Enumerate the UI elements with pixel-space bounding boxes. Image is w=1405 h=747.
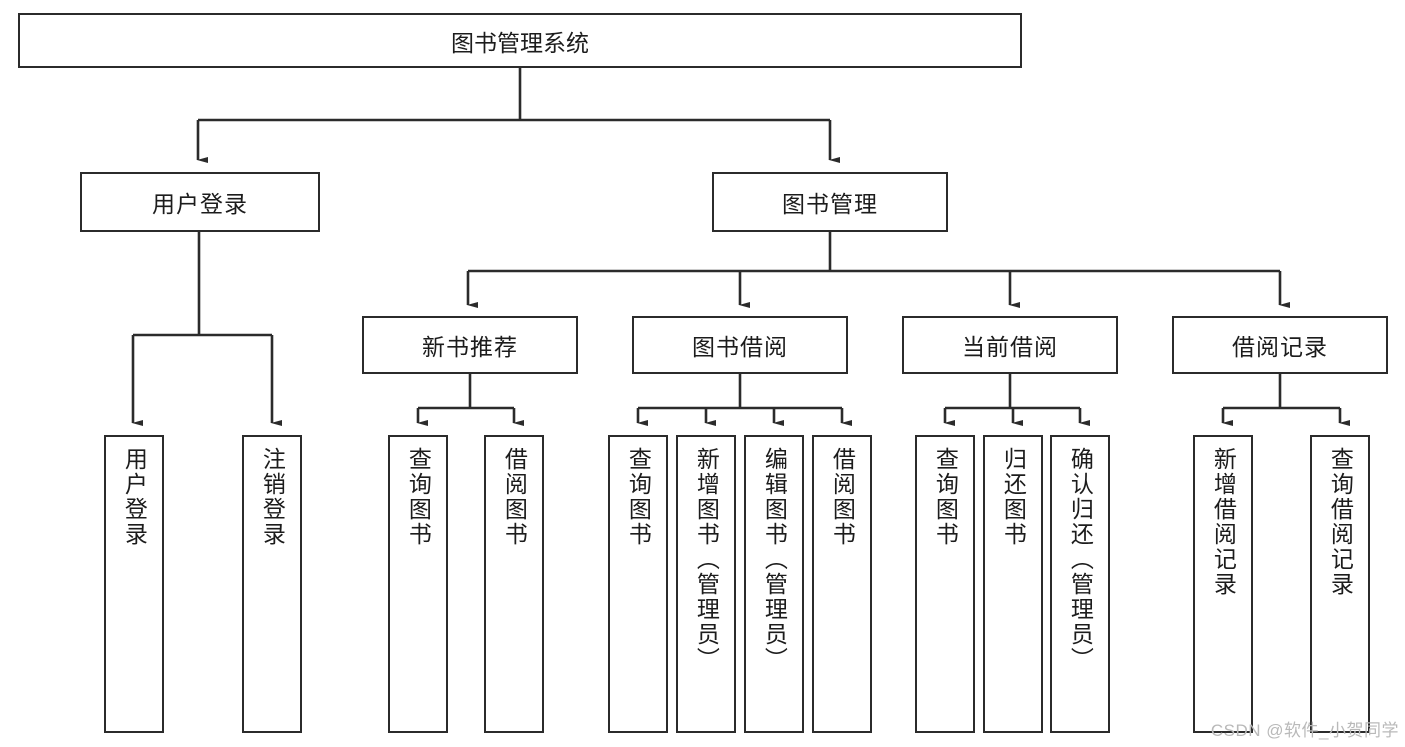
leaf-borrow-add-book[interactable]: 新增图书（管理员） <box>676 435 736 733</box>
node-borrow-record[interactable]: 借阅记录 <box>1172 316 1388 374</box>
node-root[interactable]: 图书管理系统 <box>18 13 1022 68</box>
leaf-label: 用户登录 <box>121 447 148 547</box>
leaf-borrow-query-book[interactable]: 查询图书 <box>608 435 668 733</box>
leaf-label: 归还图书 <box>1000 447 1027 547</box>
node-book-borrow[interactable]: 图书借阅 <box>632 316 848 374</box>
leaf-label: 查询图书 <box>625 447 652 547</box>
leaf-user-login-login[interactable]: 用户登录 <box>104 435 164 733</box>
leaf-borrow-edit-book[interactable]: 编辑图书（管理员） <box>744 435 804 733</box>
leaf-label: 注销登录 <box>259 447 286 547</box>
leaf-label: 查询借阅记录 <box>1327 447 1354 597</box>
leaf-label: 新增图书（管理员） <box>693 447 720 672</box>
node-new-book-recommend[interactable]: 新书推荐 <box>362 316 578 374</box>
leaf-label: 编辑图书（管理员） <box>761 447 788 672</box>
node-root-label: 图书管理系统 <box>451 29 589 56</box>
leaf-label: 确认归还（管理员） <box>1067 447 1094 672</box>
node-new-book-recommend-label: 新书推荐 <box>422 334 518 360</box>
leaf-record-add-record[interactable]: 新增借阅记录 <box>1193 435 1253 733</box>
leaf-recommend-query-book[interactable]: 查询图书 <box>388 435 448 733</box>
leaf-current-return-book[interactable]: 归还图书 <box>983 435 1043 733</box>
leaf-label: 借阅图书 <box>501 447 528 547</box>
node-borrow-record-label: 借阅记录 <box>1232 334 1328 360</box>
leaf-recommend-borrow-book[interactable]: 借阅图书 <box>484 435 544 733</box>
leaf-current-query-book[interactable]: 查询图书 <box>915 435 975 733</box>
node-current-borrow-label: 当前借阅 <box>962 334 1058 360</box>
node-current-borrow[interactable]: 当前借阅 <box>902 316 1118 374</box>
node-book-management[interactable]: 图书管理 <box>712 172 948 232</box>
leaf-label: 查询图书 <box>405 447 432 547</box>
node-user-login[interactable]: 用户登录 <box>80 172 320 232</box>
leaf-current-confirm-return[interactable]: 确认归还（管理员） <box>1050 435 1110 733</box>
leaf-user-login-logout[interactable]: 注销登录 <box>242 435 302 733</box>
node-book-management-label: 图书管理 <box>782 191 878 217</box>
watermark: CSDN @软件_小贺同学 <box>1210 721 1399 740</box>
leaf-record-query-record[interactable]: 查询借阅记录 <box>1310 435 1370 733</box>
node-user-login-label: 用户登录 <box>152 191 248 217</box>
node-book-borrow-label: 图书借阅 <box>692 334 788 360</box>
leaf-borrow-borrow-book[interactable]: 借阅图书 <box>812 435 872 733</box>
leaf-label: 借阅图书 <box>829 447 856 547</box>
leaf-label: 查询图书 <box>932 447 959 547</box>
leaf-label: 新增借阅记录 <box>1210 447 1237 597</box>
